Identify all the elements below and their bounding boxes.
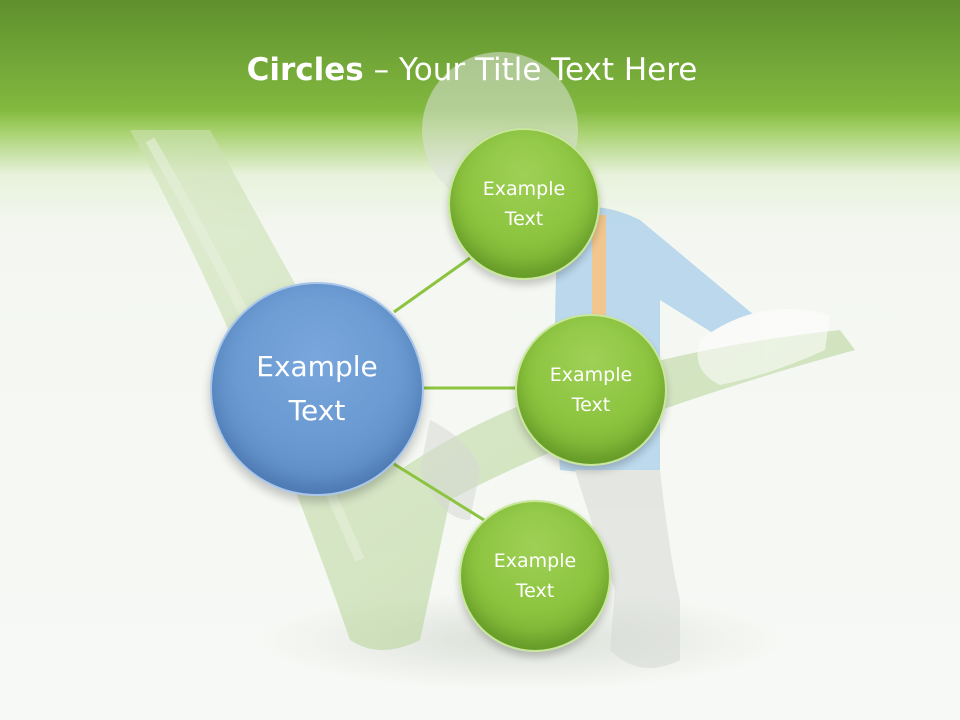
check-mark-shape <box>130 130 855 650</box>
center-circle-label: Example Text <box>256 350 378 427</box>
node-circle-bottom: Example Text <box>459 500 611 652</box>
title-bold: Circles <box>246 52 364 88</box>
node-circle-label: Example Text <box>549 364 633 416</box>
connector-line-top <box>393 256 471 314</box>
node-circle-label: Example Text <box>493 550 577 602</box>
node-circle-middle: Example Text <box>515 314 667 466</box>
center-circle: Example Text <box>210 282 424 496</box>
slide-title: Circles – Your Title Text Here <box>0 52 944 88</box>
node-circle-label: Example Text <box>482 178 566 230</box>
node-circle-top: Example Text <box>448 128 600 280</box>
title-rest: – Your Title Text Here <box>363 52 698 88</box>
connector-line-bottom <box>393 462 485 522</box>
